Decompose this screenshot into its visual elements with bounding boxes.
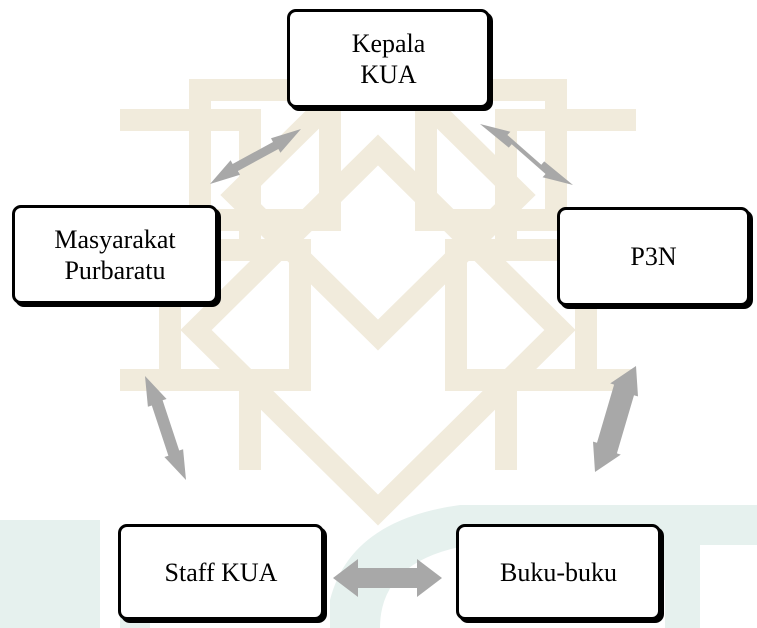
node-label-staff-kua: Staff KUA: [164, 557, 278, 587]
arrow-kepala-masyarakat: [210, 129, 301, 184]
arrow-masyarakat-staff: [145, 376, 186, 480]
arrow-staff-buku: [333, 559, 442, 597]
node-label-p3n: P3N: [630, 242, 677, 271]
node-staff-kua: Staff KUA: [118, 524, 324, 620]
arrow-p3n-buku: [593, 366, 638, 472]
arrow-kepala-p3n: [480, 124, 573, 185]
node-buku-buku: Buku-buku: [456, 524, 661, 620]
node-p3n: P3N: [557, 207, 750, 306]
node-kepala-kua: Kepala KUA: [287, 9, 490, 108]
node-label-buku-buku: Buku-buku: [500, 557, 617, 587]
node-masyarakat-purbaratu: Masyarakat Purbaratu: [12, 205, 218, 304]
node-label-kepala-kua: Kepala KUA: [351, 28, 426, 89]
node-label-masyarakat-purbaratu: Masyarakat Purbaratu: [54, 224, 176, 285]
